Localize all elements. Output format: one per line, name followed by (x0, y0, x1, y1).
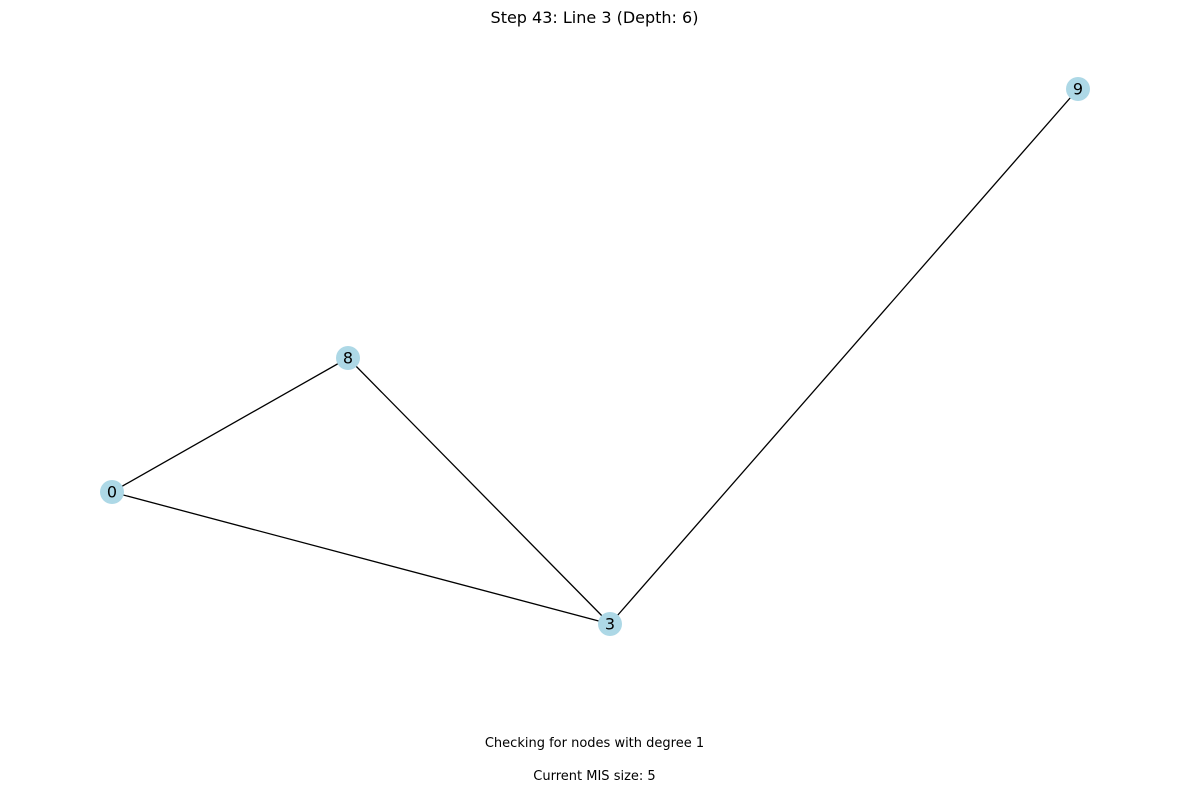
edge-0-3 (111, 491, 611, 625)
mis-size-text: Current MIS size: 5 (533, 769, 656, 784)
status-message: Checking for nodes with degree 1 (484, 736, 705, 751)
edge-8-3 (347, 357, 611, 625)
node-3: 3 (598, 612, 622, 636)
edge-3-9 (609, 88, 1079, 625)
node-layer: 0 8 3 9 (100, 77, 1090, 636)
node-label: 8 (343, 349, 353, 368)
edge-layer (111, 88, 1079, 625)
edge-0-8 (111, 357, 349, 493)
node-circle (100, 480, 124, 504)
diagram-title: Step 43: Line 3 (Depth: 6) (490, 8, 699, 27)
node-label: 3 (605, 615, 615, 634)
node-0: 0 (100, 480, 124, 504)
node-label: 9 (1073, 80, 1083, 99)
node-circle (336, 346, 360, 370)
node-circle (598, 612, 622, 636)
node-circle (1066, 77, 1090, 101)
node-9: 9 (1066, 77, 1090, 101)
node-label: 0 (107, 483, 117, 502)
node-8: 8 (336, 346, 360, 370)
